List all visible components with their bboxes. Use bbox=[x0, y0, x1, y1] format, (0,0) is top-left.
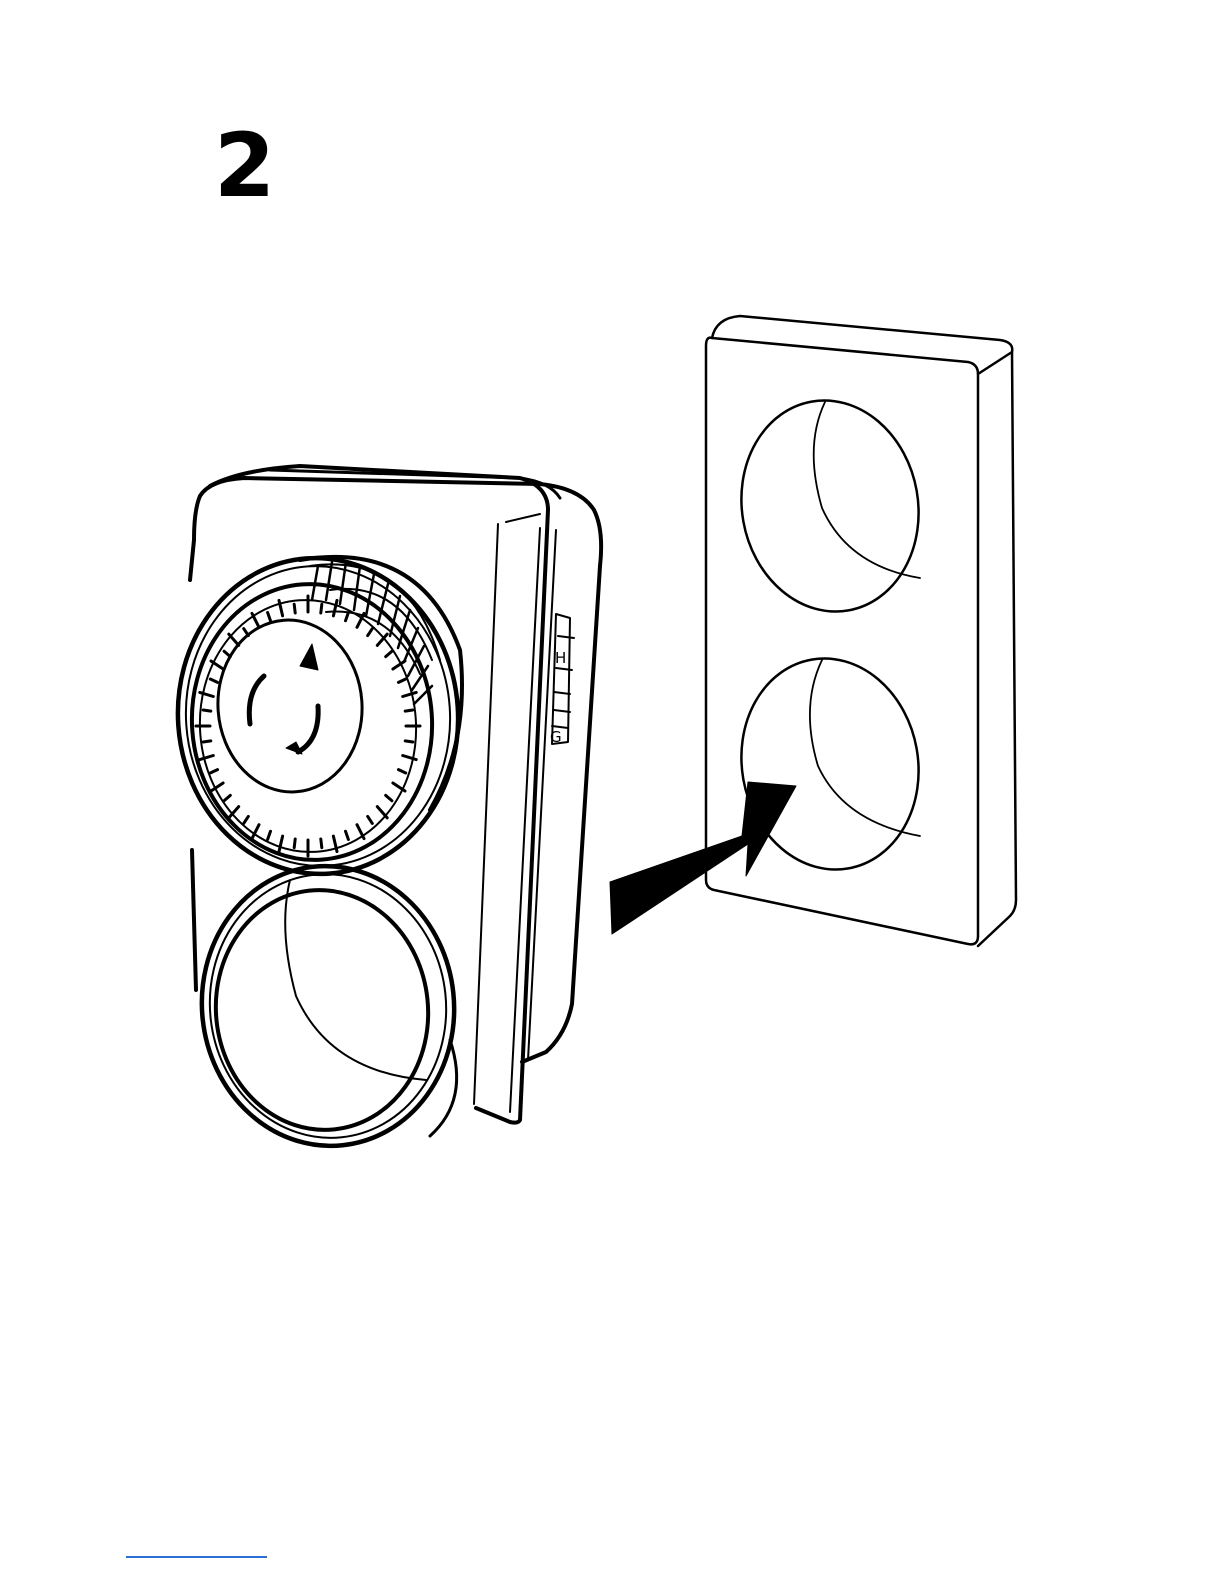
timer-dial[interactable] bbox=[167, 549, 468, 884]
dial-tick bbox=[368, 629, 373, 636]
dial-pointer-icon bbox=[300, 644, 318, 670]
insert-arrow-icon bbox=[610, 782, 796, 934]
dial-tick bbox=[244, 816, 249, 823]
dial-tick bbox=[386, 795, 392, 800]
dial-tick bbox=[368, 816, 373, 823]
dial-tick bbox=[203, 741, 211, 742]
rotate-arrow-icon bbox=[249, 676, 318, 752]
switch-letter-h: H bbox=[555, 649, 566, 667]
socket-outlet-top bbox=[725, 386, 935, 625]
mode-switch[interactable] bbox=[552, 614, 574, 744]
footer-rule bbox=[126, 1556, 267, 1558]
dial-tick bbox=[405, 741, 413, 742]
dial-tick bbox=[399, 770, 406, 773]
dial-tick bbox=[346, 831, 349, 839]
timer-plug bbox=[167, 466, 601, 1158]
dial-tick bbox=[321, 604, 322, 613]
dial-tick bbox=[229, 634, 239, 645]
dial-tick-marks bbox=[196, 596, 420, 856]
plug-front-socket bbox=[188, 854, 468, 1159]
dial-tick bbox=[386, 651, 392, 656]
dial-tick bbox=[224, 651, 230, 656]
dial-tick bbox=[321, 839, 322, 848]
dial-tick bbox=[377, 807, 387, 818]
dial-tick bbox=[403, 692, 417, 696]
switch-letter-g: G bbox=[550, 728, 562, 746]
dial-tick bbox=[210, 770, 217, 773]
dial-tick bbox=[210, 679, 217, 682]
dial-tick bbox=[346, 613, 349, 621]
dial-tick bbox=[294, 604, 295, 613]
dial-tick bbox=[294, 839, 295, 848]
dial-tick bbox=[200, 756, 214, 760]
dial-tick bbox=[244, 629, 249, 636]
dial-tick bbox=[279, 836, 283, 852]
dial-tick bbox=[405, 710, 413, 711]
dial-tick bbox=[268, 613, 271, 621]
dial-tick bbox=[224, 795, 230, 800]
dial-tick bbox=[268, 831, 271, 839]
dial-tick bbox=[333, 600, 337, 616]
dial-tick bbox=[203, 710, 211, 711]
dial-tick bbox=[399, 679, 406, 682]
